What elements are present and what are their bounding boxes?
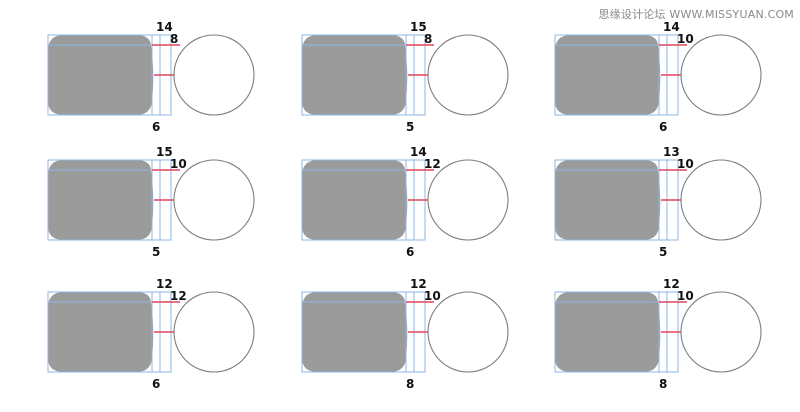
top-gap-label: 14 [156, 20, 173, 34]
circle-shape [173, 291, 255, 373]
top-gap-label: 14 [663, 20, 680, 34]
bottom-gap-label: 5 [406, 120, 414, 134]
bottom-gap-label: 6 [659, 120, 667, 134]
top-gap-label: 12 [156, 277, 173, 291]
rounded-square-shape [48, 160, 154, 240]
rounded-square-shape [555, 35, 661, 115]
top-gap-label: 12 [410, 277, 427, 291]
right-gap-label: 10 [677, 32, 694, 46]
right-gap-label: 10 [170, 157, 187, 171]
rounded-square-shape [302, 35, 408, 115]
rounded-square-shape [555, 160, 661, 240]
right-gap-label: 10 [677, 289, 694, 303]
top-gap-label: 12 [663, 277, 680, 291]
circle-shape [427, 291, 509, 373]
top-gap-label: 14 [410, 145, 427, 159]
rounded-square-shape [302, 160, 408, 240]
bottom-gap-label: 5 [659, 245, 667, 259]
circle-shape [680, 291, 762, 373]
circle-shape [173, 34, 255, 116]
rounded-square-shape [48, 35, 154, 115]
circle-shape [173, 159, 255, 241]
right-gap-label: 10 [677, 157, 694, 171]
top-gap-label: 15 [156, 145, 173, 159]
right-gap-label: 12 [170, 289, 187, 303]
rounded-square-shape [555, 292, 661, 372]
circle-shape [427, 34, 509, 116]
bottom-gap-label: 8 [659, 377, 667, 391]
watermark-text: 思缘设计论坛 WWW.MISSYUAN.COM [598, 8, 794, 21]
circle-shape [680, 159, 762, 241]
bottom-gap-label: 8 [406, 377, 414, 391]
bottom-gap-label: 5 [152, 245, 160, 259]
bottom-gap-label: 6 [406, 245, 414, 259]
right-gap-label: 8 [170, 32, 178, 46]
right-gap-label: 12 [424, 157, 441, 171]
rounded-square-shape [302, 292, 408, 372]
circle-shape [427, 159, 509, 241]
bottom-gap-label: 6 [152, 377, 160, 391]
circle-shape [680, 34, 762, 116]
right-gap-label: 8 [424, 32, 432, 46]
right-gap-label: 10 [424, 289, 441, 303]
spacing-variant: 148 6 [47, 20, 255, 134]
bottom-gap-label: 6 [152, 120, 160, 134]
top-gap-label: 13 [663, 145, 680, 159]
top-gap-label: 15 [410, 20, 427, 34]
rounded-square-shape [48, 292, 154, 372]
